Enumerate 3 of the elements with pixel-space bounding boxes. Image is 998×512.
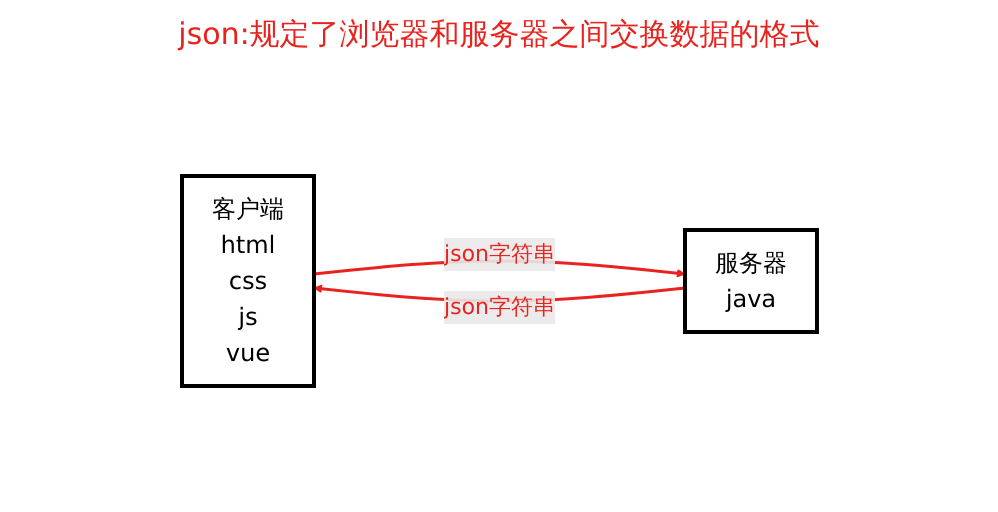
node-box: 客户端 html css js vue xyxy=(180,174,316,388)
node-box: 服务器 java xyxy=(682,228,818,334)
title: json:规定了浏览器和服务器之间交换数据的格式 xyxy=(176,16,821,54)
